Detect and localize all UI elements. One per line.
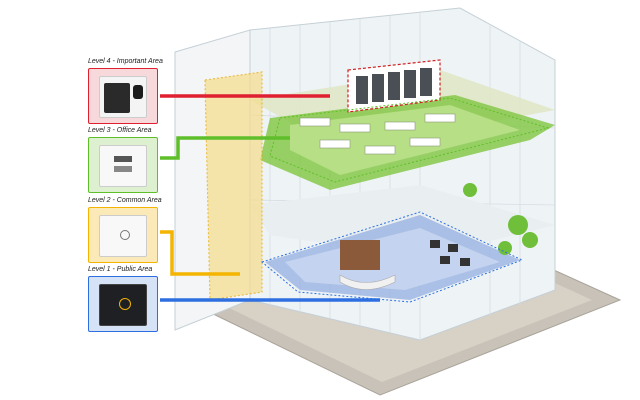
card-reader-icon xyxy=(88,207,158,263)
level2-label: Level 2 - Common Area xyxy=(88,197,162,204)
level1-label: Level 1 - Public Area xyxy=(88,266,153,273)
office-desks xyxy=(299,113,456,155)
level3-connector-line xyxy=(160,136,290,160)
level3-office-floor-light xyxy=(290,105,520,175)
level3-zone-outline xyxy=(269,97,550,183)
lobby-reception xyxy=(339,240,470,290)
level2-connector-line xyxy=(160,230,240,276)
level3-label: Level 3 - Office Area xyxy=(88,127,152,134)
level1-lobby-floor-light xyxy=(285,228,500,290)
level4-label: Level 4 - Important Area xyxy=(88,58,163,65)
yellow-core-column xyxy=(204,71,263,301)
dark-card-reader-icon xyxy=(88,276,158,332)
card-reader-with-keys-icon xyxy=(88,137,158,193)
server-room xyxy=(347,59,441,113)
keypad-fingerprint-reader-icon xyxy=(88,68,158,124)
trees xyxy=(463,183,538,255)
